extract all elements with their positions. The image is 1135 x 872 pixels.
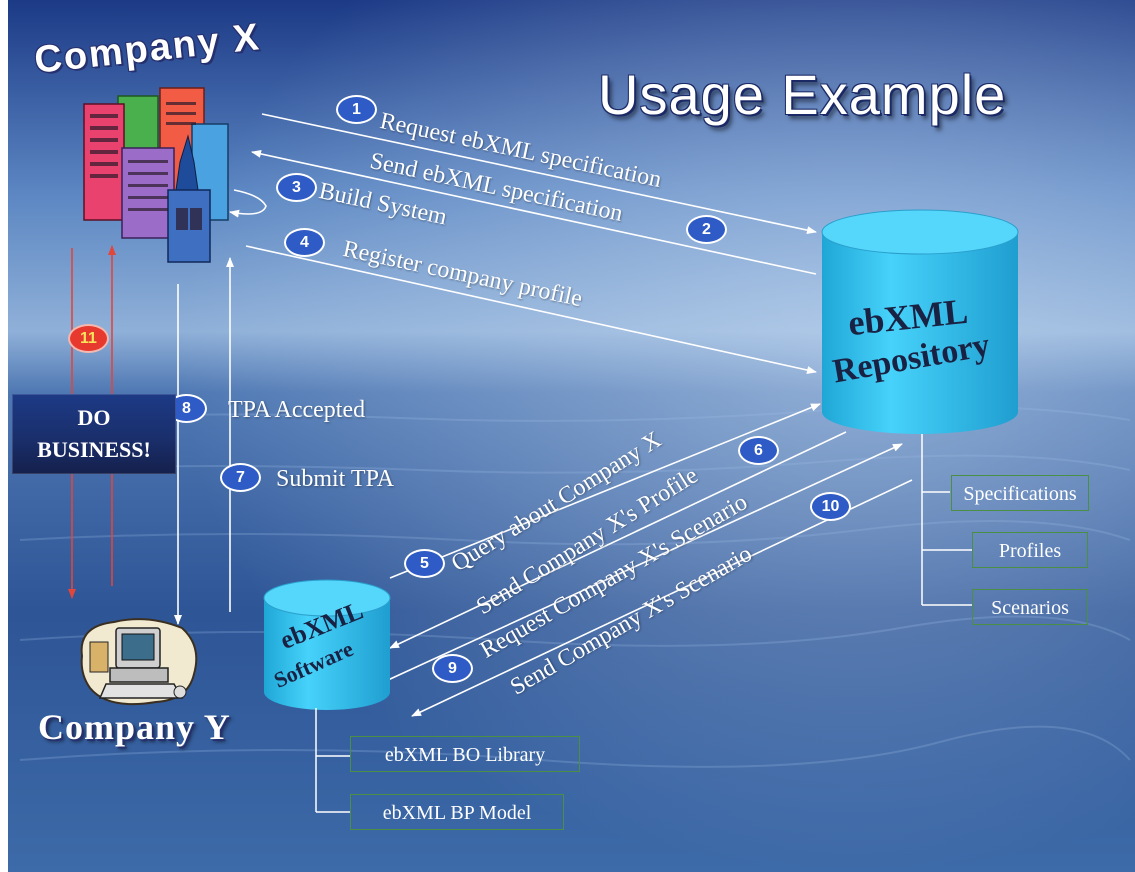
- step-badge-1: 1: [336, 95, 377, 124]
- step-badge-10: 10: [810, 492, 851, 521]
- do-business-banner: DO BUSINESS!: [12, 394, 176, 474]
- office-buildings-icon: [83, 87, 229, 263]
- software-item-bp-model: ebXML BP Model: [350, 794, 564, 830]
- step-badge-6: 6: [738, 436, 779, 465]
- step-badge-9: 9: [432, 654, 473, 683]
- step-label-7: Submit TPA: [276, 466, 395, 492]
- computer-workstation-icon: [80, 618, 198, 706]
- company-y-label: Company Y: [38, 707, 231, 747]
- slide-title: Usage Example: [598, 63, 1007, 126]
- software-item-bo-library: ebXML BO Library: [350, 736, 580, 772]
- repository-item-scenarios: Scenarios: [972, 589, 1088, 625]
- step-badge-11: 11: [68, 324, 109, 353]
- software-cylinder: [263, 579, 391, 710]
- do-business-text: DO BUSINESS!: [37, 405, 151, 462]
- repository-item-specifications: Specifications: [951, 475, 1089, 511]
- step-badge-4: 4: [284, 228, 325, 257]
- step-label-8: TPA Accepted: [228, 397, 366, 423]
- repository-cylinder: [821, 209, 1019, 434]
- step-badge-2: 2: [686, 215, 727, 244]
- step-badge-3: 3: [276, 173, 317, 202]
- step-badge-5: 5: [404, 549, 445, 578]
- step-badge-7: 7: [220, 463, 261, 492]
- repository-item-profiles: Profiles: [972, 532, 1088, 568]
